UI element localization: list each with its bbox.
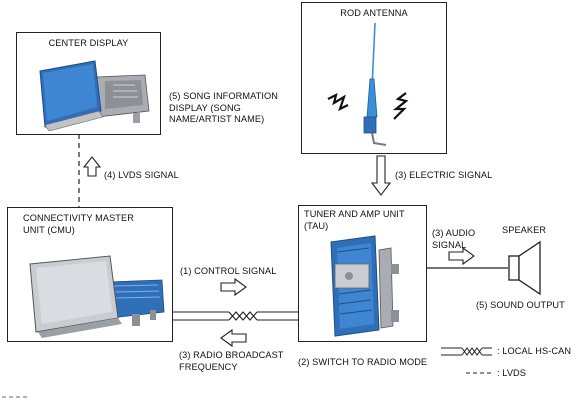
hs-can-link bbox=[171, 311, 298, 321]
tau-box: TUNER AND AMP UNIT (TAU) bbox=[298, 205, 427, 342]
radio-broadcast-label: (3) RADIO BROADCAST FREQUENCY bbox=[179, 350, 284, 372]
control-signal-label: (1) CONTROL SIGNAL bbox=[180, 266, 277, 276]
center-display-image bbox=[39, 60, 150, 131]
speaker-label: SPEAKER bbox=[502, 225, 547, 235]
audio-signal-label: (3) AUDIO SIGNAL bbox=[432, 228, 476, 250]
control-signal-arrow-right bbox=[220, 277, 247, 297]
electric-signal-label: (3) ELECTRIC SIGNAL bbox=[395, 170, 493, 180]
tau-image bbox=[330, 235, 399, 337]
song-info-label: (5) SONG INFORMATION DISPLAY (SONG NAME/… bbox=[169, 91, 279, 124]
center-display-title: CENTER DISPLAY bbox=[48, 38, 129, 48]
cmu-box: CONNECTIVITY MASTER UNIT (CMU) bbox=[7, 207, 173, 342]
cmu-image bbox=[29, 255, 165, 338]
radio-broadcast-arrow-left bbox=[220, 328, 247, 348]
speaker-icon bbox=[508, 240, 541, 296]
lvds-arrow-up bbox=[82, 156, 102, 177]
lvds-signal-label: (4) LVDS SIGNAL bbox=[104, 170, 179, 180]
cmu-title: CONNECTIVITY MASTER UNIT (CMU) bbox=[23, 213, 134, 235]
rod-antenna-title: ROD ANTENNA bbox=[340, 8, 408, 18]
legend-can-label: : LOCAL HS-CAN bbox=[497, 346, 572, 356]
center-display-box: CENTER DISPLAY bbox=[16, 32, 161, 135]
legend-lvds-label: : LVDS bbox=[497, 368, 527, 378]
electric-signal-arrow-down bbox=[370, 155, 392, 196]
rod-antenna-box: ROD ANTENNA bbox=[301, 2, 447, 154]
audio-signal-arrow-right bbox=[448, 246, 475, 266]
sound-output-label: (5) SOUND OUTPUT bbox=[476, 300, 565, 310]
switch-radio-mode-label: (2) SWITCH TO RADIO MODE bbox=[298, 357, 428, 367]
legend-can-symbol bbox=[441, 347, 492, 356]
rod-antenna-image bbox=[327, 22, 409, 146]
tau-title: TUNER AND AMP UNIT (TAU) bbox=[304, 209, 405, 231]
